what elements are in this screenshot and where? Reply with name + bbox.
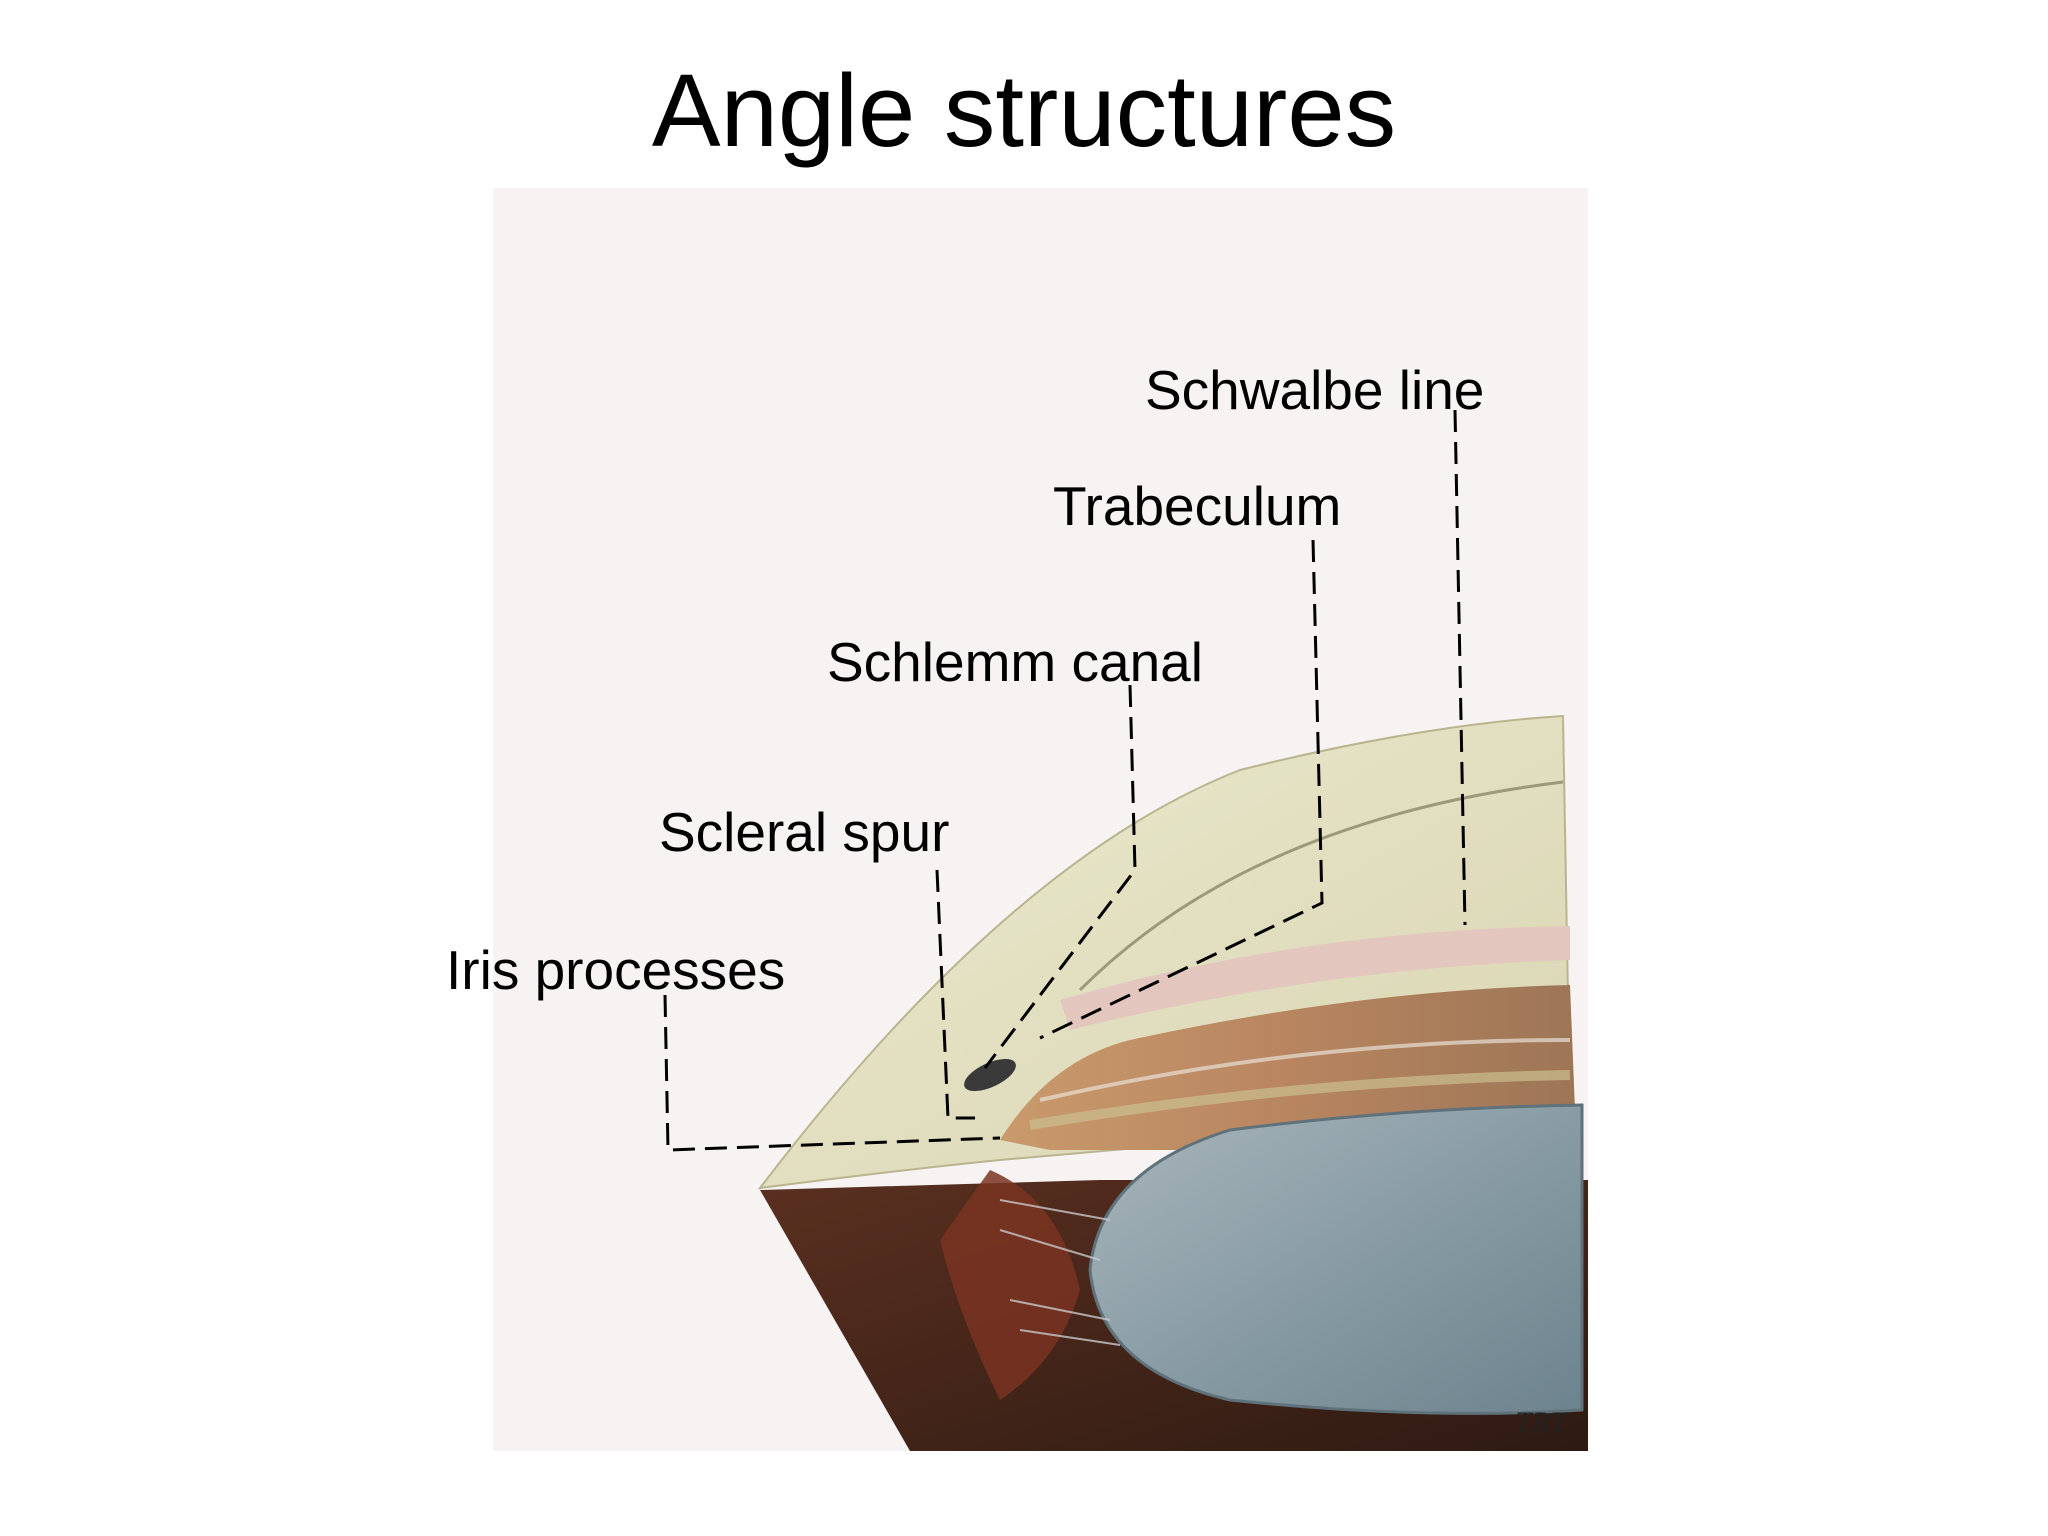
label-schwalbe-line: Schwalbe line: [1145, 359, 1485, 421]
iris-stroma: [1029, 1070, 1571, 1130]
label-scleral-spur: Scleral spur: [659, 801, 950, 863]
label-trabeculum: Trabeculum: [1053, 475, 1342, 537]
schlemm-canal: [964, 1058, 1016, 1092]
leader-trabeculum: [1039, 539, 1324, 1040]
lens: [1088, 1103, 1584, 1415]
label-schlemm-canal: Schlemm canal: [827, 631, 1203, 693]
leader-scleral-spur: [935, 869, 975, 1120]
leader-iris-processes: [663, 994, 1001, 1152]
artist-signature: TRT: [1515, 1406, 1569, 1439]
leader-lines: [663, 409, 1467, 1152]
slide-title: Angle structures: [651, 53, 1397, 168]
ciliary-processes: [940, 1170, 1080, 1400]
iris-fibers: [1039, 1038, 1571, 1102]
scleral-inner-line: [1078, 780, 1564, 992]
corneal-band: [1060, 926, 1570, 1030]
leader-schwalbe-line: [1453, 409, 1467, 926]
zonular-fibers: [999, 1199, 1121, 1346]
label-iris-processes: Iris processes: [446, 939, 786, 1001]
